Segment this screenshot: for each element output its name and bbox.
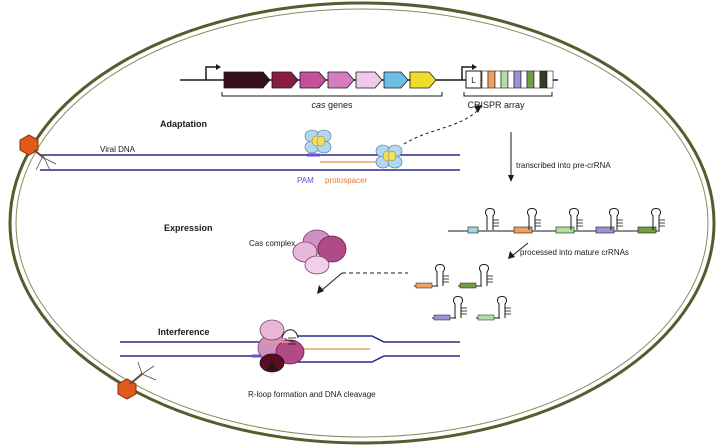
pre-crrna-spacer-2 <box>513 226 533 234</box>
pre-crrna-hairpin-4 <box>609 208 623 230</box>
spacer-5 <box>539 70 548 89</box>
leader-sequence <box>465 70 482 89</box>
cas-genes-bracket <box>221 92 443 97</box>
cas1-cas2-complex-right <box>375 144 403 169</box>
phage-top <box>19 134 57 171</box>
mature-crrna-4 <box>476 296 511 321</box>
repeat-5 <box>533 70 541 89</box>
cas-gene-cluster <box>223 71 437 89</box>
integration-dashed-arrow <box>403 109 479 145</box>
crispr-array-bracket <box>463 92 553 97</box>
pre-crrna-hairpin-5 <box>651 208 665 230</box>
crispr-array <box>481 70 554 89</box>
rloop-label: R-loop formation and DNA cleavage <box>248 390 376 399</box>
cas-gene-6 <box>383 71 409 89</box>
cell-membrane-outer <box>8 1 716 445</box>
cas-gene-5 <box>355 71 383 89</box>
promoter-arrow-cas <box>205 66 218 80</box>
cas-gene-4 <box>327 71 355 89</box>
viral-dna-label: Viral DNA <box>100 145 136 154</box>
pre-crrna-hairpin-2 <box>527 208 541 230</box>
repeat-2 <box>494 70 502 89</box>
crispr-array-label: CRISPR array <box>467 100 525 110</box>
protospacer-label: protospacer <box>325 176 368 185</box>
stage-adaptation: Adaptation <box>160 119 207 129</box>
mature-crrna-2 <box>458 264 493 289</box>
pre-crrna-hairpin-3 <box>569 208 583 230</box>
leader-label: L <box>471 76 476 85</box>
mature-crrna-1 <box>414 264 449 289</box>
repeat-1 <box>481 70 489 89</box>
spacer-3 <box>513 70 522 89</box>
pre-crrna-spacer-5 <box>637 226 657 234</box>
mature-crrna-hairpin-3 <box>453 296 467 318</box>
repeat-3 <box>507 70 515 89</box>
processed-label: processed into mature crRNAs <box>520 248 629 257</box>
pre-crrna-spacer-1 <box>467 226 479 234</box>
pre-crrna-hairpin-1 <box>485 208 499 230</box>
pre-crrna-spacer-3 <box>555 226 575 234</box>
pre-crrna-spacer-4 <box>595 226 615 234</box>
cas-gene-3 <box>299 71 327 89</box>
mature-crrnas <box>414 264 511 321</box>
cas-complex-label: Cas complex <box>249 239 295 248</box>
cas-genes-label: cas genes <box>311 100 353 110</box>
repeat-4 <box>520 70 528 89</box>
mature-crrna-3 <box>432 296 467 321</box>
cascade-complex-bound <box>257 319 305 373</box>
pam-label: PAM <box>297 176 314 185</box>
cas-complex <box>292 229 347 275</box>
cas-gene-7 <box>409 71 437 89</box>
spacer-4 <box>526 70 535 89</box>
repeat-6 <box>546 70 554 89</box>
assembly-arrow <box>321 272 343 291</box>
spacer-1 <box>487 70 496 89</box>
promoter-arrow-crispr <box>461 66 474 80</box>
processing-arrow <box>511 242 529 257</box>
genome-locus: L cas genes CRISPR array <box>180 64 558 110</box>
cell-membrane-inner <box>15 8 709 438</box>
pre-crrna <box>448 208 665 234</box>
cas1-cas2-complex-left <box>304 129 332 154</box>
phage-bottom <box>117 361 157 400</box>
mature-crrna-hairpin-4 <box>497 296 511 318</box>
mature-crrna-hairpin-2 <box>479 264 493 286</box>
stage-interference: Interference <box>158 327 210 337</box>
stage-expression: Expression <box>164 223 213 233</box>
transcribed-label: transcribed into pre-crRNA <box>516 161 611 170</box>
cas-gene-2 <box>271 71 299 89</box>
mature-crrna-hairpin-1 <box>435 264 449 286</box>
cas-gene-1 <box>223 71 271 89</box>
spacer-2 <box>500 70 509 89</box>
